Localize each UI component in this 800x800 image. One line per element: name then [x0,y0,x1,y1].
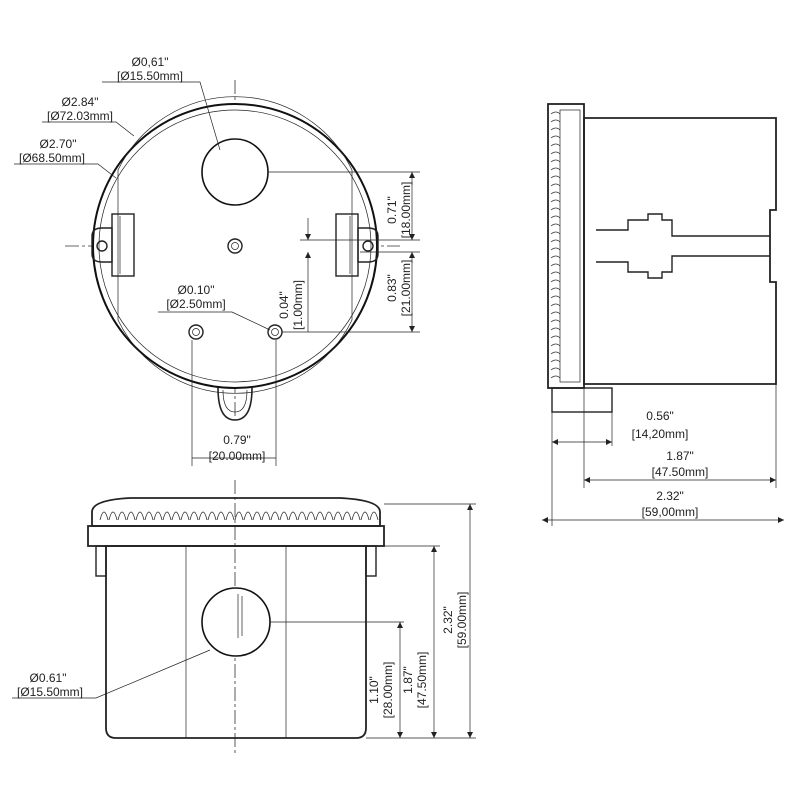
offset-bottom-in: 0.83" [385,274,399,302]
knockout-height-mm: [28.00mm] [381,662,395,719]
offset-bottom-mm: [21.00mm] [399,260,413,317]
knockout-hole [201,138,269,206]
body-height-in: 1.87" [401,666,415,694]
outer-rim [92,103,378,389]
knockout-dia-in: Ø0,61" [132,55,169,69]
front-view: Ø0,61" [Ø15.50mm] Ø2.84" [Ø72.03mm] Ø2.7… [14,55,420,466]
bottom-tab [217,387,253,421]
bottom-knockout-dia-mm: [Ø15.50mm] [17,685,83,699]
flange-depth-in: 0.56" [646,409,674,423]
total-height-mm: [59.00mm] [455,592,469,649]
side-view: 0.56" [14,20mm] 1.87" [47.50mm] 2.32" [5… [542,103,784,526]
inner-dia-in: Ø2.70" [40,137,77,151]
side-grille [550,111,561,379]
offset-small-mm: [1.00mm] [291,280,305,330]
hole-dia-mm: [Ø2.50mm] [166,297,225,311]
bottom-grille [91,497,381,527]
mounting-hole-left [188,324,204,340]
bottom-grille-pattern [99,511,379,521]
inner-dia-mm: [Ø68.50mm] [19,151,85,165]
right-mount-ear [335,213,379,277]
offset-top-in: 0.71" [385,196,399,224]
outer-dia-in: Ø2.84" [62,95,99,109]
inner-body [117,96,353,394]
bottom-view: Ø0.61" [Ø15.50mm] 1.10" [28.00mm] 1.87" … [12,480,476,755]
offset-top-mm: [18.00mm] [399,182,413,239]
outer-dia-mm: [Ø72.03mm] [47,109,113,123]
center-screw-hole [227,238,243,254]
total-height-in: 2.32" [441,606,455,634]
bottom-body [105,545,367,739]
hole-spacing-mm: [20.00mm] [209,449,266,463]
total-depth-mm: [59,00mm] [642,505,699,519]
hole-dia-in: Ø0.10" [178,283,215,297]
offset-small-in: 0.04" [277,291,291,319]
hole-spacing-in: 0.79" [223,433,251,447]
side-bottom-tab [551,387,613,413]
flange-depth-mm: [14,20mm] [632,427,689,441]
total-depth-in: 2.32" [656,489,684,503]
body-height-mm: [47.50mm] [415,652,429,709]
left-mount-ear [91,213,135,277]
side-connector [596,213,770,279]
side-body [583,117,777,385]
side-flange [547,103,585,389]
inner-rim [98,109,372,383]
bottom-flange [87,525,385,547]
bottom-knockout-dia-in: Ø0.61" [30,671,67,685]
knockout-dia-mm: [Ø15.50mm] [117,69,183,83]
body-depth-in: 1.87" [666,449,694,463]
bottom-knockout [201,587,271,657]
body-depth-mm: [47.50mm] [652,465,709,479]
knockout-height-in: 1.10" [367,676,381,704]
